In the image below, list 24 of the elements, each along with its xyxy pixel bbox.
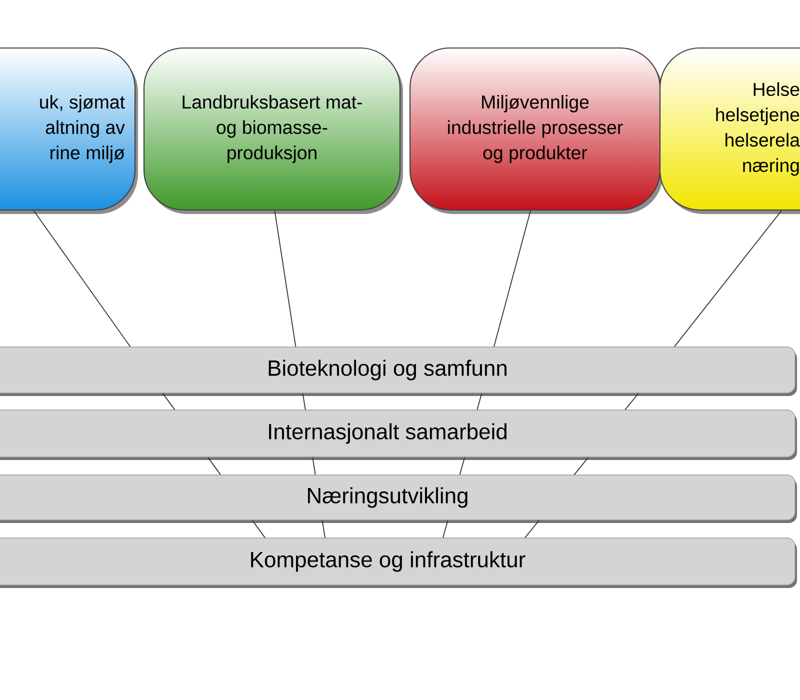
connector-line: [674, 210, 782, 348]
connector-line: [494, 210, 531, 348]
connector-line: [322, 520, 326, 538]
topic-box: Miljøvennlige industrielle prosesser og produkter: [409, 47, 663, 214]
layer-band: Bioteknologi og samfunn: [0, 346, 797, 396]
connector-line: [207, 456, 222, 476]
connector-line: [524, 520, 540, 538]
topic-box: Landbruksbasert mat- og biomasse- produksjon: [143, 47, 403, 214]
connector-line: [162, 392, 176, 410]
connector-line: [33, 210, 131, 348]
connector-line: [274, 210, 296, 348]
topic-box: Helse helsetjene helserela næring: [659, 47, 800, 214]
connector-line: [459, 456, 466, 476]
connector-line: [574, 456, 589, 476]
layer-band: Kompetanse og infrastruktur: [0, 538, 797, 588]
connector-line: [302, 392, 306, 410]
connector-line: [442, 520, 448, 538]
layer-band: Internasjonalt samarbeid: [0, 410, 797, 460]
topic-box: uk, sjømat altning av rine miljø: [0, 47, 138, 214]
connector-line: [312, 456, 316, 476]
connector-line: [624, 392, 639, 410]
connector-line: [252, 520, 266, 538]
layer-band: Næringsutvikling: [0, 474, 797, 523]
connector-line: [476, 392, 482, 410]
